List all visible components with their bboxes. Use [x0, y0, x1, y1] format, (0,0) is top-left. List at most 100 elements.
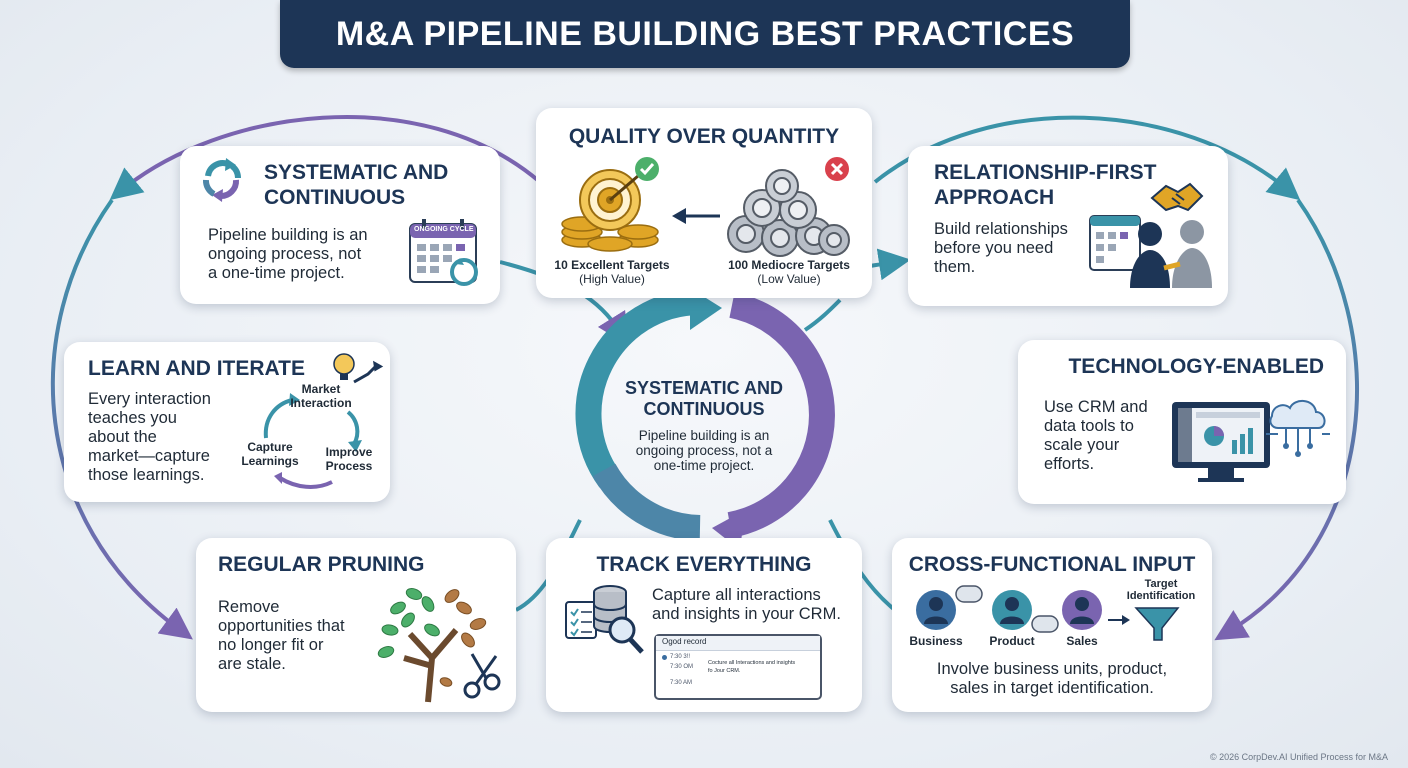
card-systematic-continuous: SYSTEMATIC AND CONTINUOUS Pipeline build… — [180, 146, 500, 304]
mediocre-targets-icon — [727, 169, 850, 257]
card-title: QUALITY OVER QUANTITY — [568, 125, 840, 148]
text-line: Build relationships — [934, 220, 1068, 238]
text-line: ongoing process, not — [208, 245, 362, 263]
card-cross-functional: CROSS-FUNCTIONAL INPUT Business Product … — [892, 538, 1212, 712]
cycle-label-capture-learnings: Capture Learnings — [234, 440, 306, 468]
text-line: them. — [934, 258, 976, 276]
text-line: no longer fit or — [218, 636, 324, 654]
text-line: Every interaction — [88, 390, 211, 408]
card-learn-iterate: LEARN AND ITERATE Every interaction teac… — [64, 342, 390, 502]
title-line: SYSTEMATIC AND — [264, 161, 449, 184]
title-line: APPROACH — [934, 186, 1055, 209]
card-regular-pruning: REGULAR PRUNING Remove opportunities tha… — [196, 538, 516, 712]
card-text: Build relationships before you need them… — [934, 220, 1068, 277]
mediocre-label: 100 Mediocre Targets (Low Value) — [716, 258, 862, 286]
text-line: scale your — [1044, 436, 1120, 454]
label-line: Process — [325, 459, 373, 473]
center-text-line: one-time project. — [653, 458, 755, 473]
people-calendar-icon — [1089, 215, 1212, 288]
calendar-icon: ONGOING CYCLE — [408, 218, 480, 288]
cycle-label-market-interaction: Market Interaction — [276, 382, 366, 410]
computer-cloud-icon — [1172, 400, 1330, 482]
crm-record-header: Ogod record — [656, 636, 820, 651]
excellent-label: 10 Excellent Targets (High Value) — [542, 258, 682, 286]
text-line: data tools to — [1044, 417, 1134, 435]
card-text: Remove opportunities that no longer fit … — [218, 598, 345, 674]
role-label-business: Business — [909, 634, 963, 648]
center-heading-line: CONTINUOUS — [643, 399, 765, 419]
card-quality-over-quantity: QUALITY OVER QUANTITY — [536, 108, 872, 298]
card-text: Pipeline building is an ongoing process,… — [208, 226, 368, 283]
calendar-label: ONGOING CYCLE — [414, 226, 474, 233]
cross-icon — [825, 157, 849, 181]
page-title: M&A PIPELINE BUILDING BEST PRACTICES — [335, 14, 1075, 53]
text-line: and insights in your CRM. — [652, 605, 841, 623]
text-line: are stale. — [218, 655, 286, 673]
text-line: about the — [88, 428, 157, 446]
card-technology-enabled: TECHNOLOGY-ENABLED Use CRM and data tool… — [1018, 340, 1346, 504]
center-heading-line: SYSTEMATIC AND — [624, 378, 783, 398]
card-title: SYSTEMATIC AND CONTINUOUS — [264, 160, 448, 210]
arrow-left-icon — [672, 208, 720, 224]
center-text-line: ongoing process, not a — [635, 443, 773, 458]
label-sub: (Low Value) — [757, 272, 821, 286]
arc-left — [50, 198, 193, 640]
team-funnel-icon — [916, 585, 1180, 641]
text-line: teaches you — [88, 409, 177, 427]
handshake-icon — [1150, 182, 1204, 212]
arc-right — [1214, 198, 1359, 641]
label-line: Market — [301, 382, 341, 396]
label-line: Identification — [1126, 590, 1196, 602]
label-line: Interaction — [290, 396, 352, 410]
label-line: Target — [1144, 578, 1178, 590]
text-line: Pipeline building is an — [208, 226, 368, 244]
tree-scissors-icon — [377, 588, 501, 703]
card-text: Every interaction teaches you about the … — [88, 390, 211, 485]
center-description: Pipeline building is an ongoing process,… — [600, 428, 808, 473]
text-line: those learnings. — [88, 466, 205, 484]
label-sub: (High Value) — [579, 272, 645, 286]
excellent-targets-icon — [561, 168, 659, 252]
card-text: Use CRM and data tools to scale your eff… — [1044, 398, 1148, 474]
card-title: TECHNOLOGY-ENABLED — [1068, 355, 1324, 378]
text-line: opportunities that — [218, 617, 345, 635]
title-line: CONTINUOUS — [264, 186, 406, 209]
text-line: before you need — [934, 239, 1054, 257]
crm-record-text: Cocture all Interactions and insights — [708, 660, 796, 666]
card-text: Involve business units, product, sales i… — [892, 660, 1212, 698]
iterate-cycle-icon — [263, 353, 384, 489]
crm-record-window: Ogod record 7:30 3!! 7:30 OM 7:30 AM Coc… — [654, 634, 822, 700]
text-line: Remove — [218, 598, 280, 616]
text-line: efforts. — [1044, 455, 1095, 473]
role-label-product: Product — [989, 634, 1035, 648]
text-line: Use CRM and — [1044, 398, 1148, 416]
target-identification-label: Target Identification — [1116, 578, 1206, 602]
card-title: CROSS-FUNCTIONAL INPUT — [908, 553, 1196, 576]
center-text-line: Pipeline building is an — [638, 428, 770, 443]
card-track-everything: TRACK EVERYTHING Capture all interaction… — [546, 538, 862, 712]
text-line: sales in target identification. — [950, 679, 1154, 697]
title-line: RELATIONSHIP-FIRST — [934, 161, 1157, 184]
title-banner: M&A PIPELINE BUILDING BEST PRACTICES — [280, 0, 1130, 68]
cycle-arrows-icon — [203, 158, 241, 202]
card-title: REGULAR PRUNING — [218, 553, 425, 576]
card-relationship-first: RELATIONSHIP-FIRST APPROACH Build relati… — [908, 146, 1228, 306]
label-line: Improve — [325, 445, 373, 459]
crm-record-text: fo Jour CRM. — [708, 668, 741, 674]
connector-center-tr — [803, 298, 842, 332]
card-title: RELATIONSHIP-FIRST APPROACH — [934, 160, 1156, 210]
card-title: LEARN AND ITERATE — [88, 357, 305, 380]
label-line: 10 Excellent Targets — [554, 258, 670, 272]
label-line: 100 Mediocre Targets — [728, 258, 850, 272]
crm-time: 7:30 AM — [670, 680, 693, 686]
label-line: Learnings — [241, 454, 299, 468]
check-icon — [635, 157, 659, 181]
center-heading: SYSTEMATIC AND CONTINUOUS — [600, 378, 808, 420]
database-search-icon — [565, 585, 644, 654]
crm-record-title: Ogod record — [662, 637, 707, 646]
center-cycle-icon — [575, 288, 835, 550]
footer-copyright: © 2026 CorpDev.AI Unified Process for M&… — [1209, 752, 1388, 762]
text-line: Capture all interactions — [652, 586, 821, 604]
label-line: Capture — [247, 440, 293, 454]
card-text: Capture all interactions and insights in… — [652, 586, 841, 624]
